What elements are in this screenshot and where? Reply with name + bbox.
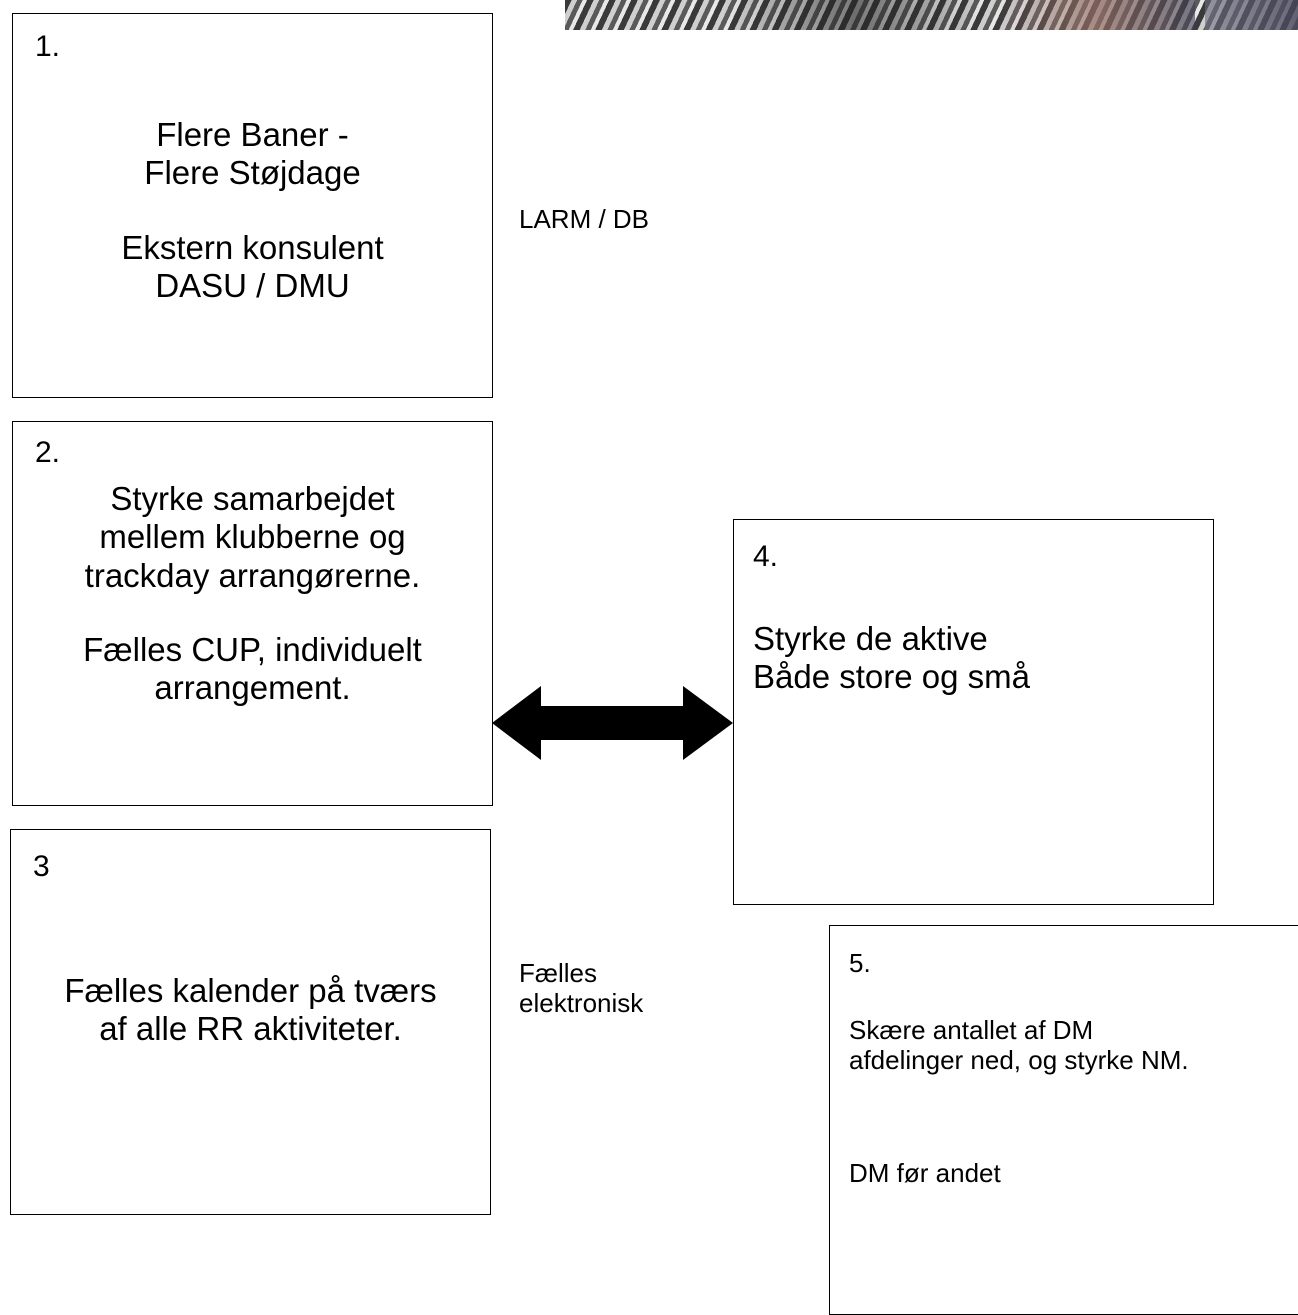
box-5-line-3: DM før andet — [849, 1158, 1001, 1188]
box-3-line-2: af alle RR aktiviteter. — [99, 1010, 402, 1048]
box-1-line-1: Flere Baner - — [156, 116, 349, 153]
box-1-number: 1. — [35, 30, 61, 63]
box-5-line-2: afdelinger ned, og styrke NM. — [849, 1045, 1189, 1076]
double-arrow-icon — [492, 686, 733, 760]
box-2-text: Styrke samarbejdet mellem klubberne og t… — [13, 480, 492, 707]
label-larm-db: LARM / DB — [519, 204, 650, 234]
box-4-text: Styrke de aktive Både store og små — [753, 620, 1030, 697]
box-4-number: 4. — [753, 540, 779, 573]
box-5-text: Skære antallet af DM afdelinger ned, og … — [849, 1015, 1189, 1075]
box-1-line-2: Flere Støjdage — [144, 154, 361, 192]
box-5: 5. Skære antallet af DM afdelinger ned, … — [829, 925, 1298, 1315]
box-2-number: 2. — [35, 436, 61, 469]
double-arrow-shape — [492, 686, 733, 760]
box-4: 4. Styrke de aktive Både store og små — [733, 519, 1214, 905]
box-3-line-1: Fælles kalender på tværs — [64, 972, 437, 1009]
box-5-number: 5. — [849, 948, 871, 978]
box-3: 3 Fælles kalender på tværs af alle RR ak… — [10, 829, 491, 1215]
box-1-line-3: Ekstern konsulent — [121, 228, 384, 266]
box-4-line-1: Styrke de aktive — [753, 620, 988, 657]
box-2: 2. Styrke samarbejdet mellem klubberne o… — [12, 421, 493, 806]
box-1-text: Flere Baner - Flere Støjdage Ekstern kon… — [13, 116, 492, 305]
box-3-text: Fælles kalender på tværs af alle RR akti… — [11, 972, 490, 1049]
box-2-line-1: Styrke samarbejdet — [110, 480, 395, 517]
box-1: 1. Flere Baner - Flere Støjdage Ekstern … — [12, 13, 493, 398]
label-faelles-line-2: elektronisk — [519, 988, 644, 1019]
box-5-line-1: Skære antallet af DM — [849, 1015, 1094, 1045]
box-4-line-2: Både store og små — [753, 658, 1030, 696]
photo-strip — [565, 0, 1298, 30]
label-faelles-elektronisk: Fælles elektronisk — [519, 958, 643, 1018]
label-faelles-line-1: Fælles — [519, 958, 598, 988]
box-1-line-4: DASU / DMU — [155, 266, 350, 304]
box-2-line-2: mellem klubberne og — [99, 518, 406, 556]
box-3-number: 3 — [33, 850, 50, 883]
box-2-line-5: arrangement. — [154, 669, 351, 707]
box-2-line-3: trackday arrangørerne. — [84, 556, 421, 594]
box-2-line-4: Fælles CUP, individuelt — [83, 630, 422, 668]
